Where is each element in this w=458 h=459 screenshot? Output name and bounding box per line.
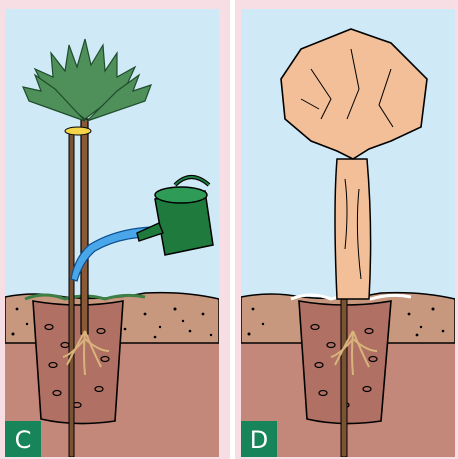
panel-divider	[230, 0, 235, 459]
panel-d-label: D	[241, 421, 277, 457]
tree-tie	[65, 127, 91, 135]
panel-d: D	[241, 9, 455, 457]
tree-crown	[23, 39, 151, 121]
panel-c-illustration	[5, 9, 219, 457]
panel-d-illustration	[241, 9, 455, 457]
panel-c: C	[5, 9, 219, 457]
tree-trunk	[81, 119, 88, 334]
fleece-crown-wrap	[281, 29, 427, 159]
watering-can	[137, 177, 213, 255]
fleece-trunk-wrap	[335, 159, 371, 299]
panel-c-label: C	[5, 421, 41, 457]
planting-hole	[33, 301, 123, 424]
support-stake	[69, 129, 74, 457]
